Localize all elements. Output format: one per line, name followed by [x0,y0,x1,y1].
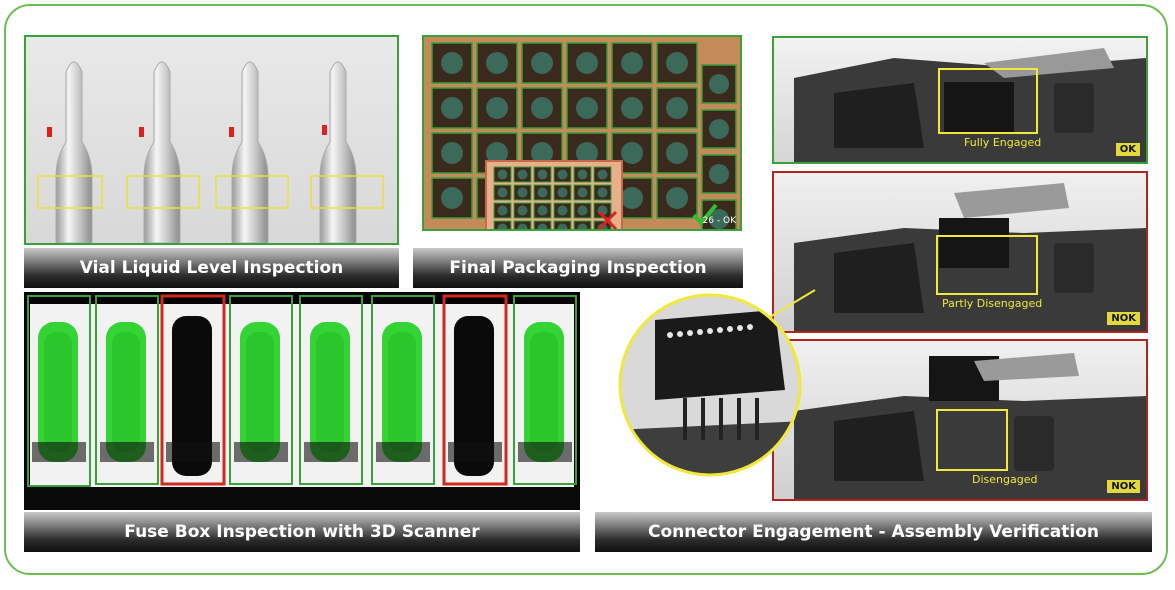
connector-bot-status: NOK [1107,480,1140,493]
packaging-graphic [431,42,737,229]
connector-bot-image: Disengaged NOK [772,339,1148,501]
outer-frame [4,4,1168,575]
fuse-caption: Fuse Box Inspection with 3D Scanner [24,512,580,552]
vial-caption: Vial Liquid Level Inspection [24,248,399,288]
connector-top-label: Fully Engaged [964,136,1042,149]
connector-bot-label: Disengaged [972,473,1038,486]
packaging-ok-text: 26 - OK [702,216,736,226]
packaging-caption: Final Packaging Inspection [413,248,743,288]
fuse-scan-image [24,292,580,510]
connector-top-status: OK [1115,143,1140,156]
connector-top-graphic [794,48,1146,162]
packaging-image: 26 - OK [422,35,742,231]
fuse-graphic [24,292,580,510]
connector-mid-image: Partly Disengaged NOK [772,171,1148,333]
connector-mid-graphic [794,183,1146,331]
vial-graphic [37,61,384,243]
vial-image [24,35,399,245]
connector-top-highlight [938,68,1038,134]
connector-mid-status: NOK [1107,312,1140,325]
connector-mid-label: Partly Disengaged [942,297,1043,310]
zoom-lens [618,289,816,477]
connector-top-image: Fully Engaged OK [772,36,1148,164]
connector-bot-highlight [936,409,1008,471]
connector-bot-graphic [794,353,1146,499]
connector-mid-highlight [936,235,1038,295]
connector-caption: Connector Engagement - Assembly Verifica… [595,512,1152,552]
